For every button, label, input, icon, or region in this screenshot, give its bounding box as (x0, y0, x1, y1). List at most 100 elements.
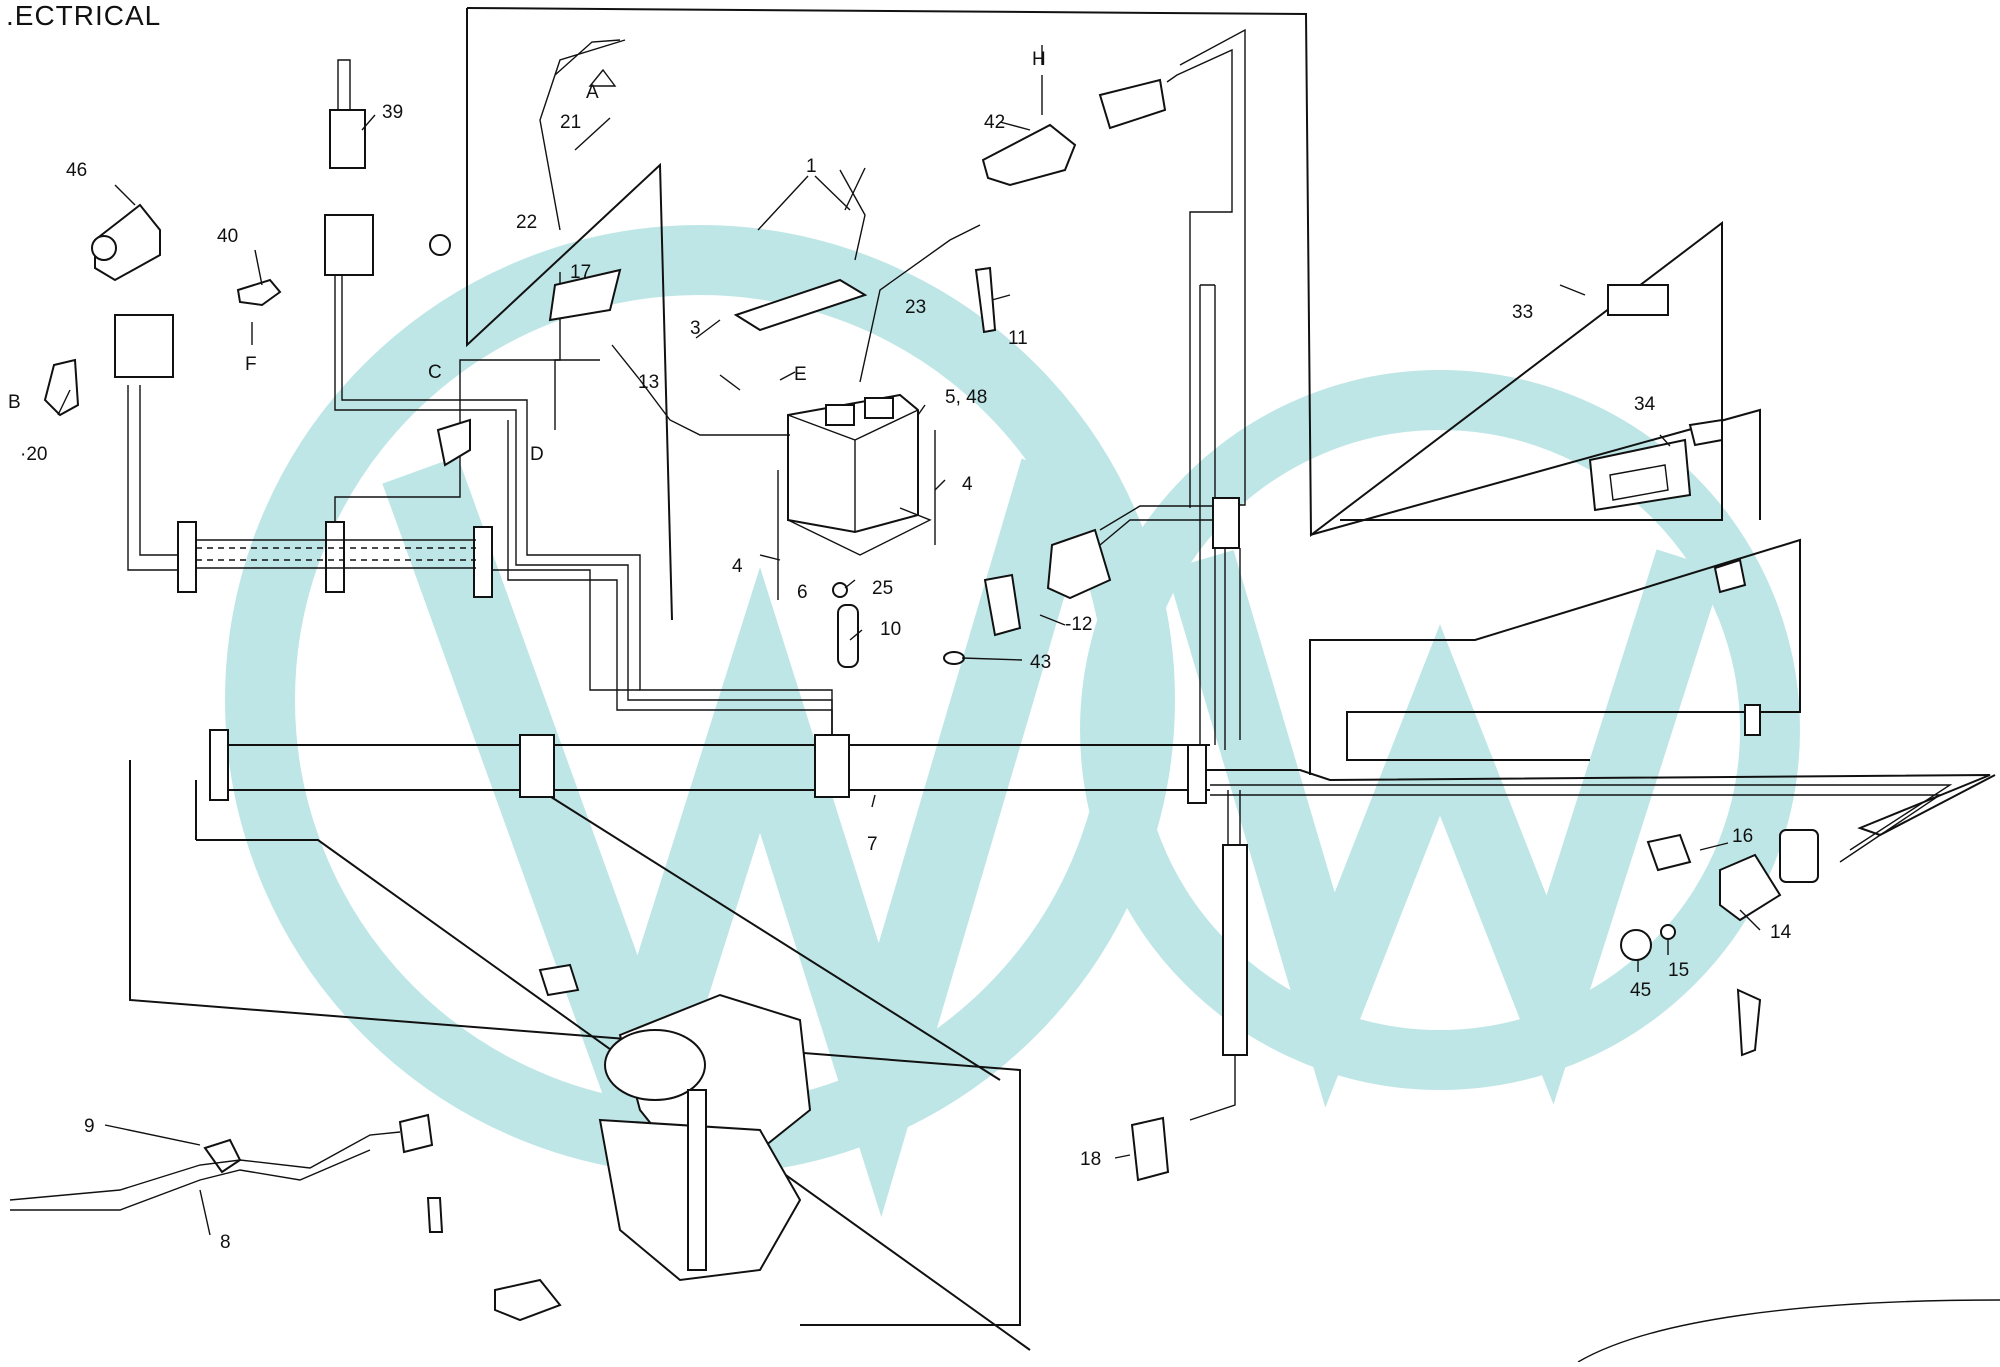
callout-20: ·20 (20, 444, 47, 465)
callout-1: 1 (806, 156, 817, 177)
part-39 (329, 109, 366, 169)
part-34-gauge (1588, 438, 1692, 512)
callout-46: 46 (66, 160, 87, 181)
callout-45: 45 (1630, 980, 1651, 1001)
part-39-socket (324, 214, 374, 276)
part-14-connector (1779, 829, 1819, 883)
callout-8: 8 (220, 1232, 231, 1253)
harness-clamp (1187, 744, 1207, 804)
harness-clamp (519, 734, 555, 798)
connector-h: H (1032, 49, 1046, 70)
callout-34: 34 (1634, 394, 1656, 415)
leader-lines (57, 45, 1761, 1236)
callout-43: 43 (1030, 652, 1051, 673)
battery-terminal (825, 404, 855, 426)
part-small (1744, 704, 1761, 736)
harness-clamp (209, 729, 229, 801)
part-16-key (1646, 833, 1692, 872)
part-33-connector (1607, 284, 1669, 316)
starter-solenoid-post (687, 1089, 707, 1271)
callout-10: 10 (880, 619, 901, 640)
connector-f: F (245, 354, 257, 375)
part-17 (548, 268, 622, 322)
component-parts (9, 59, 2000, 1363)
part-20 (43, 358, 80, 417)
main-harness-7 (195, 250, 1996, 1351)
battery-assembly (539, 39, 981, 668)
watermark-logo (225, 225, 1800, 1217)
callout-11: 11 (1008, 328, 1028, 349)
callout-15: 15 (1668, 960, 1689, 981)
part-clip (426, 1197, 444, 1233)
starter-motor-end (604, 1029, 706, 1101)
connector-e: E (794, 364, 807, 385)
connector-a: A (586, 82, 599, 103)
callout-17: 17 (570, 262, 591, 283)
part-8-connector (398, 1113, 434, 1154)
harness-clamp (325, 521, 345, 593)
left-harness (127, 272, 640, 691)
callout-22: 22 (516, 212, 537, 233)
callout-9: 9 (84, 1116, 95, 1137)
callout-16: 16 (1732, 826, 1753, 847)
callout-7: 7 (867, 834, 878, 855)
callout-labels: 1 3 4 4 5, 48 6 7 8 9 10 11 -12 13 14 15… (20, 102, 1792, 1253)
relay (114, 314, 174, 378)
callout-5-48: 5, 48 (945, 387, 987, 408)
part-11 (974, 266, 997, 334)
part-14-switch (1719, 853, 1782, 922)
callout-14: 14 (1770, 922, 1792, 943)
part-9 (203, 1138, 242, 1174)
callout-3: 3 (690, 318, 701, 339)
part-43-nut (943, 651, 965, 665)
callout-6: 6 (797, 582, 808, 603)
battery-clamp (733, 278, 868, 332)
callout-42: 42 (984, 112, 1005, 133)
connector-b: B (8, 392, 21, 413)
part-small-right (1736, 988, 1762, 1057)
callout-23: 23 (905, 297, 926, 318)
ring-terminal (436, 418, 471, 467)
page-title: .ECTRICAL (6, 0, 162, 31)
part-42-connector (1098, 78, 1167, 130)
part-46 (94, 203, 161, 282)
harness-clamp (473, 526, 493, 598)
harness-clamp (177, 521, 197, 593)
connector-c: C (428, 362, 442, 383)
harness-clamp (1212, 497, 1240, 549)
callout-4: 4 (732, 556, 743, 577)
harness-clamp (814, 734, 850, 798)
battery-terminal (864, 397, 894, 419)
part-46-end (91, 235, 117, 261)
part-18 (1130, 1116, 1170, 1182)
connector-letters: A B C D E F H (8, 49, 1046, 465)
connector-d: D (530, 444, 544, 465)
part-45 (1620, 929, 1652, 961)
callout-18: 18 (1080, 1149, 1101, 1170)
part-bulb (538, 963, 580, 997)
panel-outlines (129, 7, 1801, 1326)
harness-sleeve (1222, 844, 1248, 1056)
ring-terminal-right (1713, 558, 1747, 594)
callout-21: 21 (560, 112, 581, 133)
part-12-connector (1046, 528, 1112, 600)
right-harness (1099, 28, 1248, 1121)
callout-40: 40 (217, 226, 238, 247)
callout-33: 33 (1512, 302, 1533, 323)
part-connector (494, 1278, 562, 1322)
callout-13: 13 (638, 372, 659, 393)
part-40 (236, 278, 282, 307)
callout-4: 4 (962, 474, 973, 495)
callout-25: 25 (872, 578, 893, 599)
part-12-switch (983, 573, 1022, 637)
grommet (832, 582, 848, 598)
hose (837, 604, 859, 668)
part-42 (981, 123, 1077, 187)
part-15 (1660, 924, 1676, 940)
part-34-bulb (1688, 418, 1723, 447)
callout-12: -12 (1065, 614, 1092, 635)
callout-39: 39 (382, 102, 403, 123)
part-22 (429, 234, 451, 256)
